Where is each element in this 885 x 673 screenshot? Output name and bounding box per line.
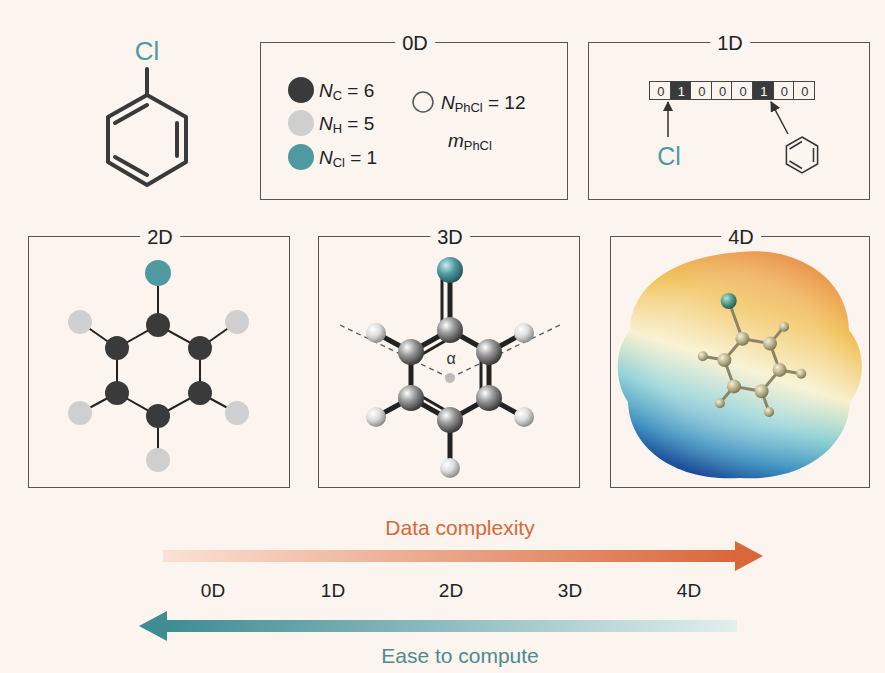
panel-text: NC = 6: [319, 80, 374, 102]
axis-tick: 2D: [439, 580, 463, 602]
panel-text: NCl = 1: [319, 147, 377, 169]
bit-cell: 0: [773, 81, 795, 100]
dimension-panel: 1DCl01000100: [588, 42, 870, 200]
axis-caption: Ease to compute: [381, 644, 539, 668]
bit-cell: 0: [690, 81, 712, 100]
bit-cell: 1: [752, 81, 774, 100]
dimension-panel: 2D: [28, 236, 290, 488]
panel-title: 1D: [710, 32, 750, 55]
skeletal-formula: [108, 69, 186, 185]
atom-label: Cl: [135, 37, 160, 67]
electrostatic-surface: [618, 251, 862, 478]
axis-tick: 3D: [558, 580, 582, 602]
bit-value: 0: [698, 84, 705, 99]
panel-text: NPhCl = 12: [441, 92, 526, 114]
dimension-panel: 3Dα: [318, 236, 580, 488]
chlorine-marker: [288, 144, 314, 170]
axis-tick: 0D: [201, 580, 225, 602]
panel-title: 3D: [430, 226, 470, 249]
dimension-panel: 4D: [610, 236, 870, 488]
panel-title: 0D: [395, 32, 435, 55]
atom-count-marker: [413, 92, 433, 112]
ball-and-stick-model: [340, 257, 560, 478]
axis-tick: 1D: [321, 580, 345, 602]
dimension-panel: 0DNC = 6NH = 5NCl = 1NPhCl = 12mPhCl: [260, 42, 568, 200]
axis-tick: 4D: [677, 580, 701, 602]
ease-arrow: [139, 611, 737, 641]
bit-cell: 0: [731, 81, 753, 100]
panel-text: NH = 5: [319, 113, 374, 135]
bit-value: 0: [657, 84, 664, 99]
leader-arrow: [771, 102, 788, 134]
bit-cell: 0: [793, 81, 815, 100]
axis-caption: Data complexity: [385, 516, 534, 540]
benzene-icon: [786, 137, 817, 173]
hydrogen-marker: [288, 110, 314, 136]
bit-cell: 0: [711, 81, 733, 100]
bit-value: 1: [760, 84, 767, 99]
bit-value: 0: [801, 84, 808, 99]
panel-text: Cl: [657, 142, 681, 171]
bit-value: 1: [678, 84, 685, 99]
molecular-graph: [68, 260, 249, 472]
bit-value: 0: [740, 84, 747, 99]
bit-value: 0: [781, 84, 788, 99]
carbon-marker: [288, 77, 314, 103]
leader-arrow: [667, 102, 669, 137]
bit-cell: 1: [670, 81, 692, 100]
bit-value: 0: [719, 84, 726, 99]
bit-cell: 0: [649, 81, 671, 100]
panel-text: mPhCl: [448, 130, 492, 152]
panel-title: 4D: [721, 226, 761, 249]
panel-text: α: [446, 350, 455, 368]
complexity-arrow: [163, 541, 763, 571]
panel-title: 2D: [140, 226, 180, 249]
